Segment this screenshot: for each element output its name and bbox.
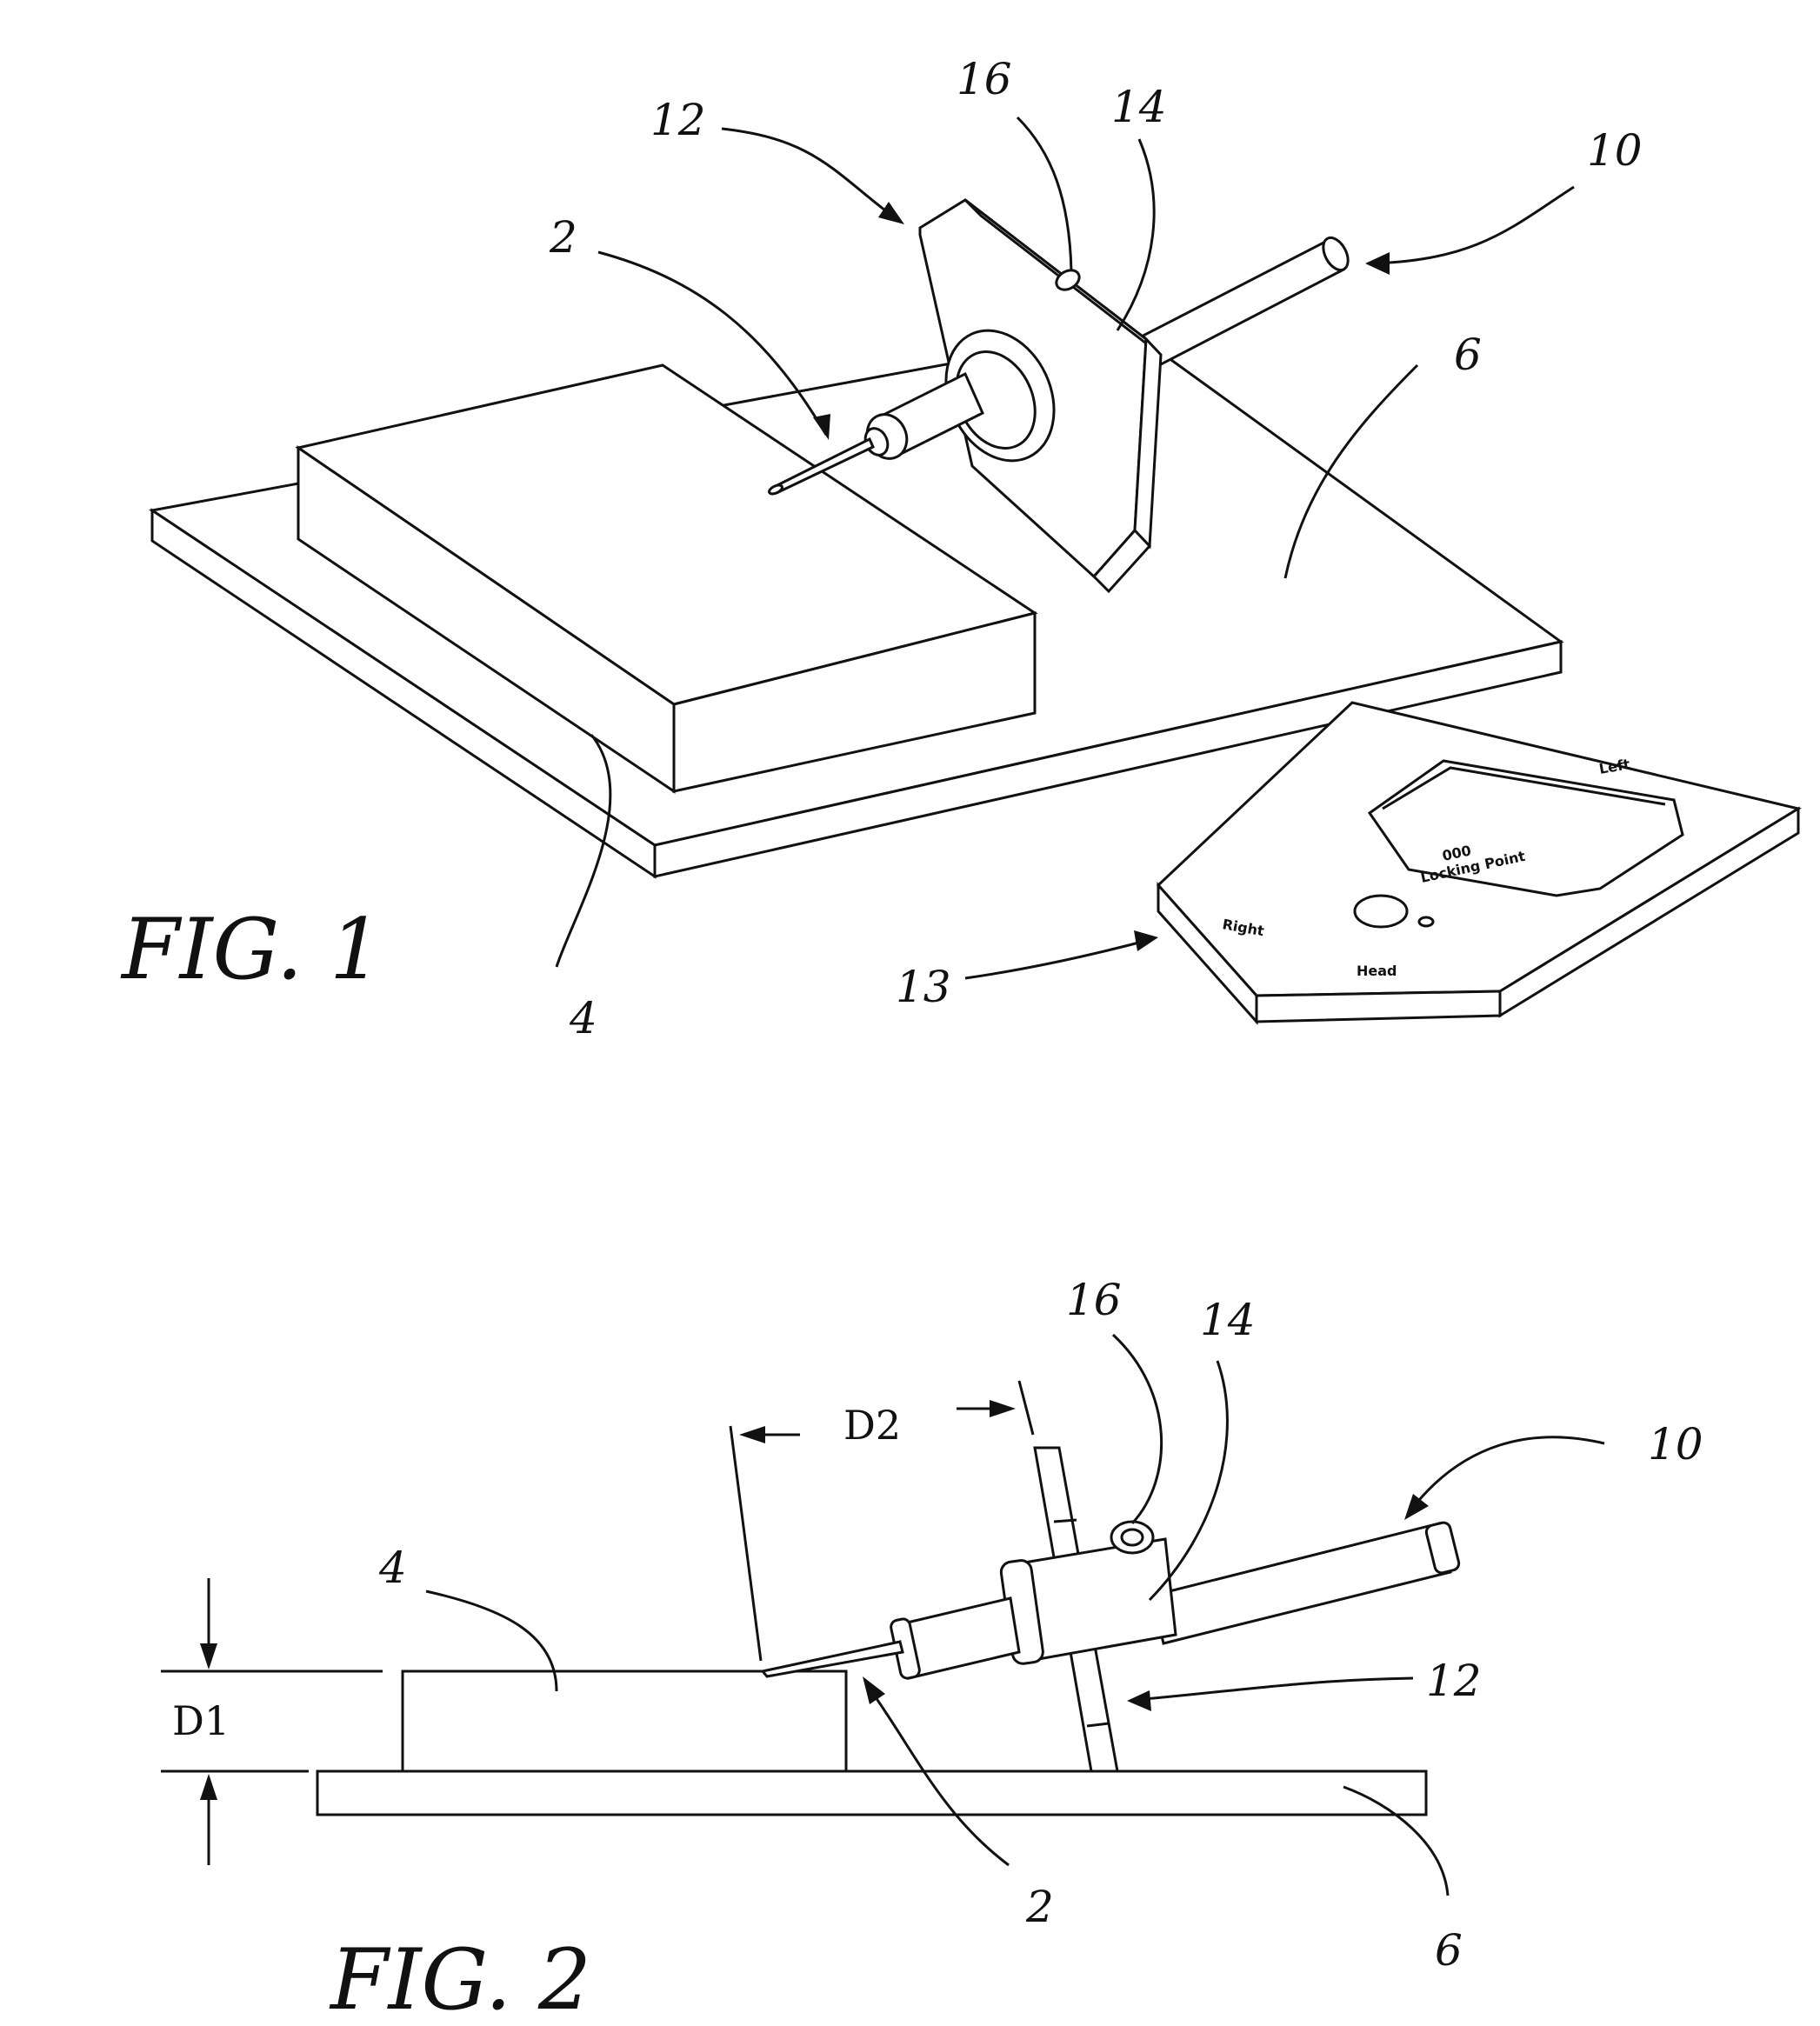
fig2-collar bbox=[1000, 1522, 1176, 1665]
fig1-template: Locking Point 000 Left Right Head bbox=[1158, 703, 1798, 1022]
fig2-d1-label: D1 bbox=[172, 1697, 230, 1744]
fig2-dimension-d1: D1 bbox=[161, 1578, 383, 1865]
fig1-label-14: 14 bbox=[1111, 82, 1167, 132]
fig2-label-10: 10 bbox=[1648, 1419, 1703, 1470]
fig2-rod bbox=[1152, 1521, 1460, 1643]
figure-1: Locking Point 000 Left Right Head 12 16 … bbox=[120, 54, 1798, 1043]
fig1-label-16: 16 bbox=[957, 54, 1012, 104]
fig2-block bbox=[403, 1671, 846, 1771]
fig1-title: FIG. 1 bbox=[120, 901, 383, 998]
fig2-title: FIG. 2 bbox=[329, 1931, 591, 2026]
fig1-label-10: 10 bbox=[1587, 125, 1643, 176]
fig2-label-2: 2 bbox=[1025, 1882, 1054, 1932]
fig2-label-6: 6 bbox=[1435, 1925, 1463, 1976]
fig1-label-2: 2 bbox=[549, 212, 577, 263]
fig2-label-16: 16 bbox=[1066, 1275, 1122, 1325]
fig1-label-13: 13 bbox=[896, 962, 951, 1012]
fig2-needle-holder bbox=[763, 1598, 1019, 1680]
figure-2: D1 D2 16 14 10 bbox=[161, 1275, 1703, 2026]
fig1-label-4: 4 bbox=[569, 993, 597, 1043]
fig2-d2-label: D2 bbox=[843, 1402, 901, 1449]
fig2-label-12: 12 bbox=[1426, 1656, 1482, 1706]
fig2-label-14: 14 bbox=[1200, 1295, 1256, 1345]
fig2-label-4: 4 bbox=[378, 1543, 407, 1593]
fig2-base-plate bbox=[317, 1771, 1426, 1815]
fig1-label-6: 6 bbox=[1454, 330, 1482, 380]
svg-text:Head: Head bbox=[1357, 963, 1397, 979]
fig1-label-12: 12 bbox=[650, 95, 706, 145]
